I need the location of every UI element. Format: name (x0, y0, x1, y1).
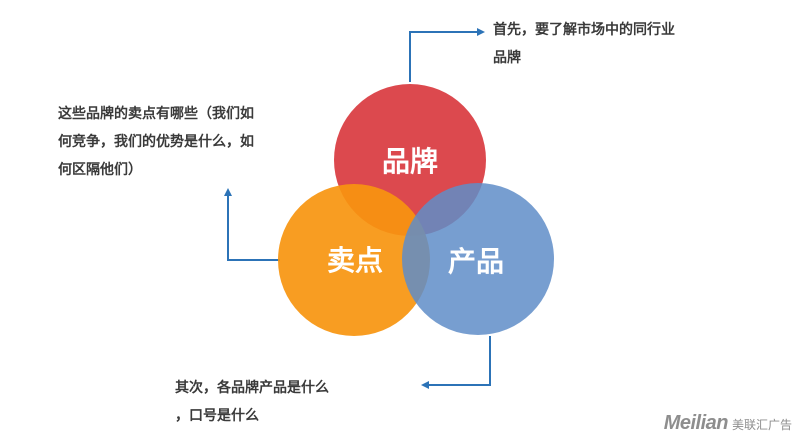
logo-chinese-text: 美联汇广告 (731, 418, 792, 432)
note-products-slogans: 其次，各品牌产品是什么 ，口号是什么 (175, 380, 329, 424)
arrow-to-left-note (224, 188, 280, 261)
arrow-to-bottom-note (421, 336, 491, 389)
circle-selling-point (278, 184, 430, 336)
circle-product (402, 183, 554, 335)
arrow-to-top-note (409, 28, 485, 82)
circle-label-product: 产品 (448, 245, 504, 278)
company-logo: Meilian 美联汇广告 (664, 412, 792, 435)
note-selling-points: 这些品牌的卖点有哪些（我们如 何竞争，我们的优势是什么，如 何区隔他们） (58, 106, 254, 178)
logo-brand-text: Meilian (663, 412, 729, 434)
note-competitor-brands: 首先，要了解市场中的同行业 品牌 (493, 22, 675, 66)
circle-label-selling-point: 卖点 (327, 244, 383, 277)
circle-label-brand: 品牌 (382, 145, 438, 178)
